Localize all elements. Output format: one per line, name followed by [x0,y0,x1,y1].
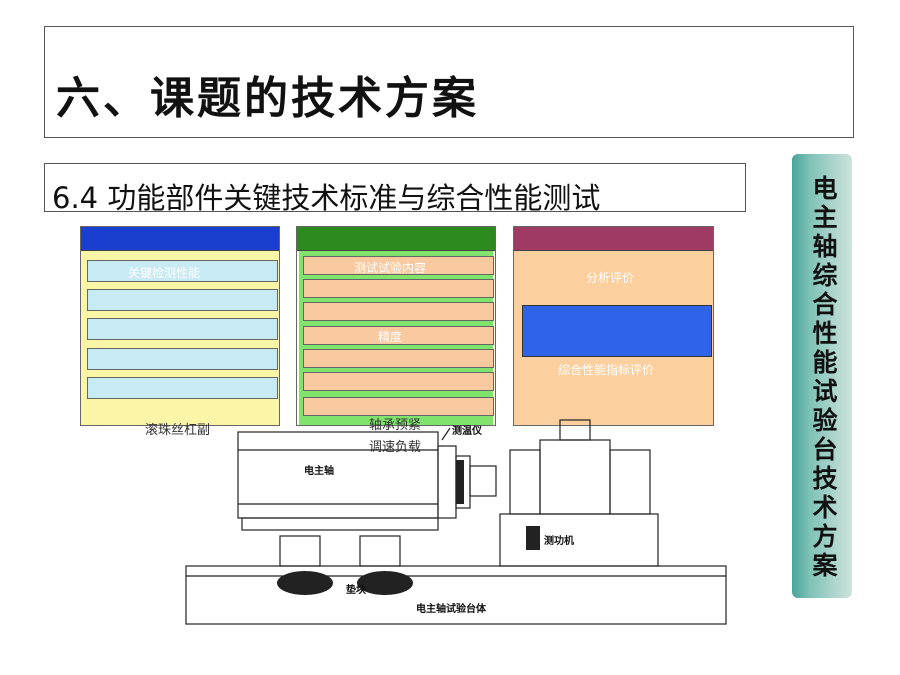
pad-left [277,571,333,595]
dynamometer-bearing [609,449,651,515]
frame-detail [526,526,540,550]
diagram-label-dynamometer: 测功机 [544,534,574,547]
panel-item: 精度 [303,326,494,345]
dynamometer-frame [499,513,659,567]
diagram-label-pad: 垫块 [346,583,367,596]
dynamometer-bearing [509,449,541,515]
panel-item-label: 测试试验内容 [354,261,427,275]
panel-item [303,279,494,298]
spindle-plate [241,517,439,531]
pad-right [357,571,413,595]
coupling [437,445,457,519]
panel-bottom-label: 轴承预紧 [369,418,422,433]
panel-top-label: 分析评价 [586,271,635,285]
panel-header [514,227,713,251]
slide-subtitle: 6.4 功能部件关键技术标准与综合性能测试 [52,181,601,215]
panel-analysis-evaluation: 分析评价 综合性能指标评价 [513,226,714,426]
sidebar-label: 电主轴综合性能试验台技术方案 [812,174,838,580]
panel-item [303,349,494,368]
panel-item [87,318,278,340]
panel-item [87,377,278,399]
panel-block [522,305,712,357]
base-body [185,565,727,625]
panel-item-label: 精度 [378,330,403,344]
diagram-label-sensor: 测温仪 [452,424,483,437]
subtitle-frame [44,163,746,212]
panel-item [87,289,278,311]
panel-item: 关键检测性能 [87,260,278,282]
sensor-lead [441,427,451,441]
diagram-label-spindle: 电主轴 [304,464,334,477]
slide-title: 六、课题的技术方案 [56,73,479,124]
panel-test-content: 测试试验内容 精度 轴承预紧 调速负载 [296,226,496,455]
title-frame [44,26,854,138]
panel-bottom-label: 滚珠丝杠副 [145,423,211,438]
panel-item: 测试试验内容 [303,256,494,275]
panel-bottom-label: 调速负载 [369,440,422,455]
panel-key-indicators: 关键检测性能 滚珠丝杠副 [80,226,280,438]
panel-header [81,227,279,251]
panel-item [303,302,494,321]
panel-item [303,372,494,391]
coupling-shaft [469,465,497,497]
coupling-bolts [456,460,464,504]
dynamometer-body [539,439,611,515]
diagram-label-base: 电主轴试验台体 [416,602,487,615]
panel-header [297,227,495,251]
support-leg [359,535,401,567]
support-leg [279,535,321,567]
panel-item [87,348,278,370]
panel-item [303,397,494,416]
dynamometer-top [559,419,591,441]
spindle-housing [237,431,439,519]
panel-bottom-label: 综合性能指标评价 [558,363,655,377]
sidebar-banner [792,154,852,598]
test-bench-diagram: 电主轴 测功机 测温仪 垫块 电主轴试验台体 [185,419,727,625]
panel-item-label: 关键检测性能 [128,266,201,280]
